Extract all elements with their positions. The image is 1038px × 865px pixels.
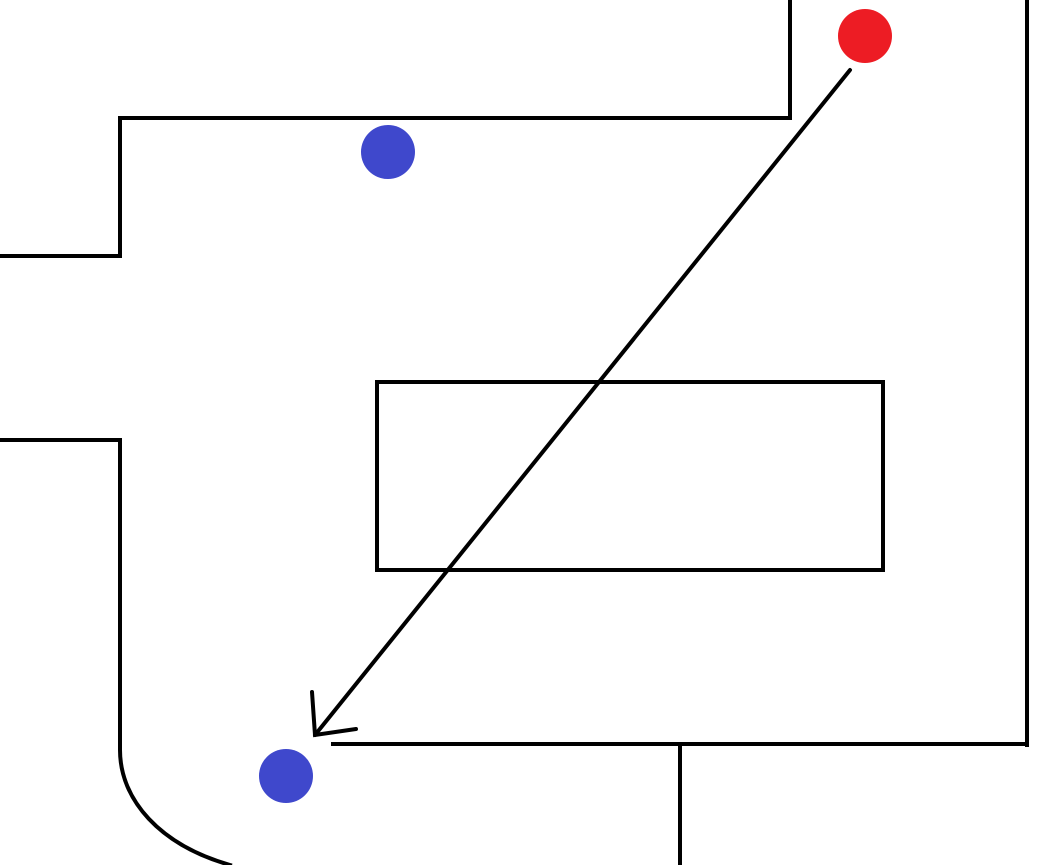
central-obstacle: [375, 380, 885, 572]
direction-arrow: [310, 68, 852, 738]
red-point: [838, 9, 892, 63]
lower-left-wall: [0, 438, 233, 865]
arrow-shaft: [313, 68, 852, 737]
upper-wall: [0, 0, 792, 258]
arrow-head: [310, 690, 358, 738]
blue-point-bottom: [259, 749, 313, 803]
blue-point-top: [361, 125, 415, 179]
